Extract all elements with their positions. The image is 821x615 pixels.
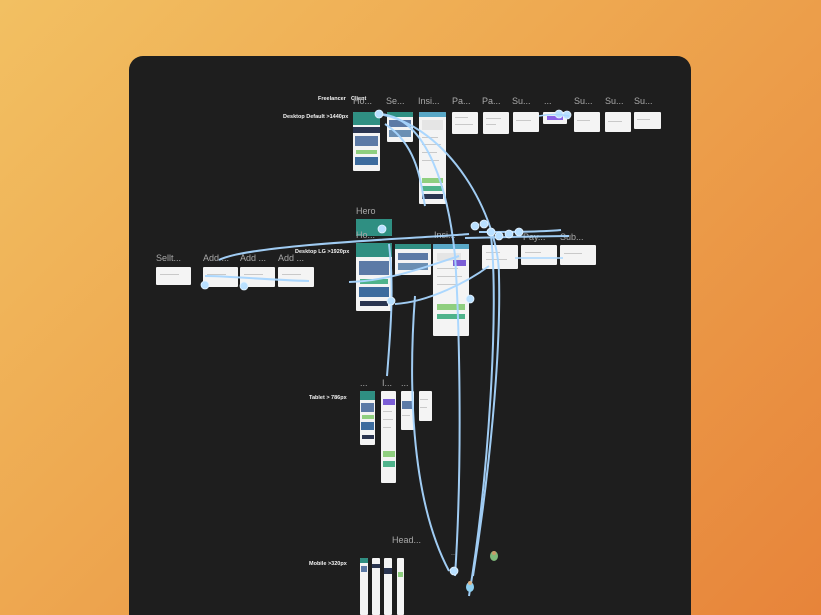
frame-sub-1-desktop[interactable] bbox=[513, 112, 539, 132]
frame-sub-4-desktop[interactable] bbox=[634, 112, 661, 129]
frame-title-insight: Insi... bbox=[418, 96, 440, 106]
frame-mobile-3[interactable] bbox=[384, 558, 392, 615]
frame-pay-2-lg[interactable] bbox=[521, 245, 557, 265]
frame-sub-lg[interactable] bbox=[560, 245, 596, 265]
frame-add-3[interactable] bbox=[278, 267, 314, 287]
frame-title-add-2: Add ... bbox=[240, 253, 267, 263]
prototype-canvas[interactable]: Freelancer Client Desktop Default >1440p… bbox=[129, 56, 691, 615]
frame-tablet-insight[interactable] bbox=[381, 391, 396, 483]
frame-title-page-2: Pa... bbox=[482, 96, 501, 106]
frame-seller[interactable] bbox=[156, 267, 191, 285]
frame-title-page-1: Pa... bbox=[452, 96, 471, 106]
frame-title-dots: ... bbox=[544, 96, 552, 106]
bird-sticker-icon bbox=[489, 550, 499, 564]
frame-mobile-2[interactable] bbox=[372, 558, 380, 615]
frame-title-mobile-dots: ... bbox=[451, 550, 457, 557]
frame-page-1-desktop[interactable] bbox=[452, 112, 478, 134]
frame-title-sub-2: Su... bbox=[574, 96, 593, 106]
frame-tablet-page[interactable] bbox=[401, 391, 414, 430]
frame-sub-3-desktop[interactable] bbox=[605, 112, 631, 132]
frame-title-header: Head... bbox=[392, 535, 422, 545]
frame-tablet-home[interactable] bbox=[360, 391, 375, 445]
frame-tablet-page-2[interactable] bbox=[419, 391, 432, 421]
frame-sub-2-desktop[interactable] bbox=[574, 112, 600, 132]
column-label-client: Client bbox=[351, 96, 367, 102]
frame-add-2[interactable] bbox=[240, 267, 275, 287]
row-label-desktop-default: Desktop Default >1440px bbox=[283, 114, 349, 120]
frame-title-sub-3: Su... bbox=[605, 96, 624, 106]
frame-page-2-desktop[interactable] bbox=[483, 112, 509, 134]
frame-mobile-4[interactable] bbox=[397, 558, 404, 615]
prototype-connections bbox=[200, 109, 572, 597]
frame-title-sub-lg: Sub... bbox=[560, 232, 584, 242]
frame-title-sub-4: Su... bbox=[634, 96, 653, 106]
row-label-mobile: Mobile >320px bbox=[309, 561, 347, 567]
bird-sticker-2-icon bbox=[465, 580, 475, 594]
frame-title-tablet-3: ... bbox=[401, 378, 409, 388]
row-label-tablet: Tablet > 786px bbox=[309, 395, 347, 401]
frame-mobile-1[interactable] bbox=[360, 558, 368, 615]
frame-insight-desktop[interactable] bbox=[419, 112, 446, 204]
frame-title-hero: Hero bbox=[356, 206, 376, 216]
row-label-desktop-lg: Desktop LG >1920px bbox=[295, 249, 350, 255]
frame-title-add-3: Add ... bbox=[278, 253, 305, 263]
frame-home-desktop[interactable] bbox=[353, 112, 380, 171]
frame-title-tablet-1: ... bbox=[360, 378, 368, 388]
column-label-freelancer: Freelancer bbox=[318, 96, 346, 102]
frame-title-tablet-2: I... bbox=[382, 378, 393, 388]
frame-pay-lg[interactable] bbox=[482, 245, 518, 269]
frame-title-lg-home: Ho... bbox=[356, 230, 376, 240]
frame-title-seller: Sellt... bbox=[156, 253, 182, 263]
frame-title-add-1: Add ... bbox=[203, 253, 230, 263]
frame-title-sub-1: Su... bbox=[512, 96, 531, 106]
frame-title-home: Ho... bbox=[353, 96, 373, 106]
frame-title-search: Se... bbox=[386, 96, 405, 106]
